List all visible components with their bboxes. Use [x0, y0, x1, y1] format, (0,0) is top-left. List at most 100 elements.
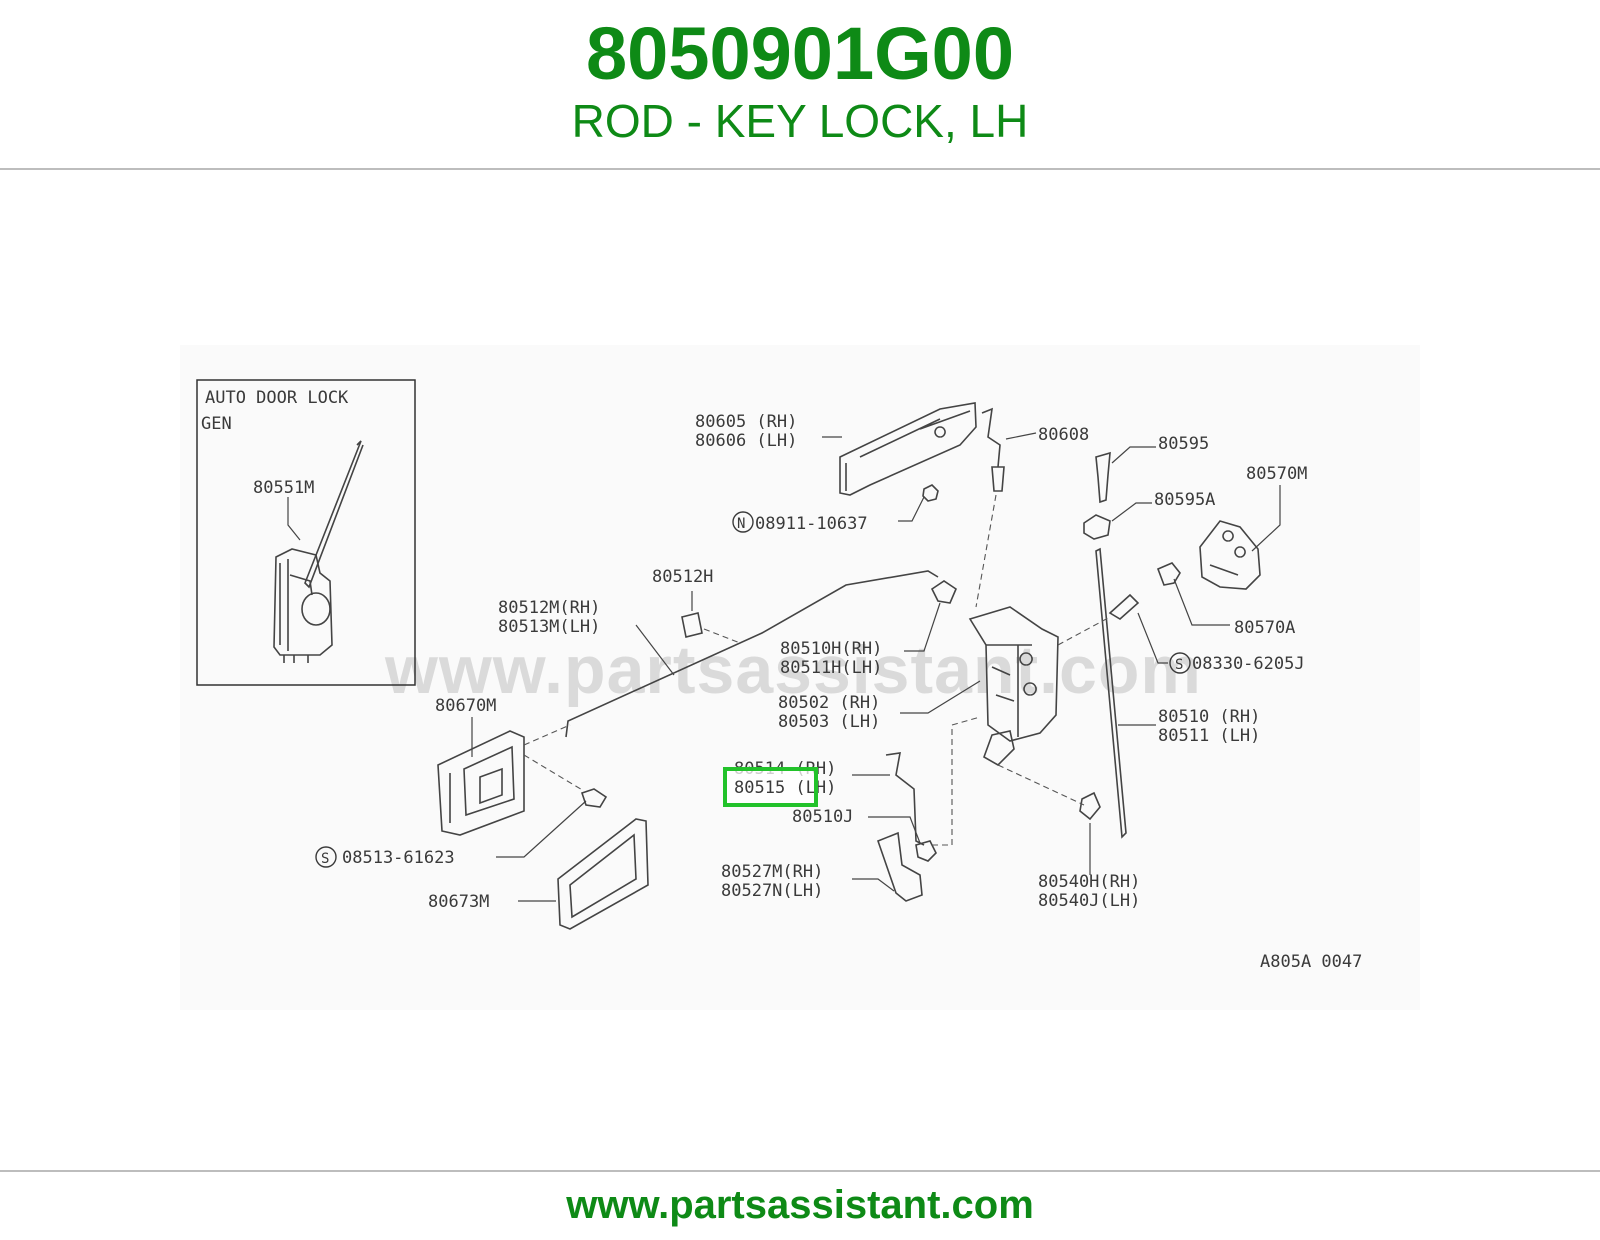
- label-80512h[interactable]: 80512H: [652, 567, 713, 587]
- illustration-code: A805A 0047: [1260, 952, 1362, 972]
- door-lock-lever: [983, 730, 1015, 766]
- highlight-box-80515: [723, 767, 818, 807]
- retainer-80595a-part: [1083, 514, 1111, 540]
- label-80670m[interactable]: 80670M: [435, 696, 496, 716]
- label-80551m[interactable]: 80551M: [253, 478, 314, 498]
- rod-80512m-part: [565, 570, 939, 738]
- label-80595a[interactable]: 80595A: [1154, 490, 1215, 510]
- screw-80570a-part: [1156, 562, 1181, 586]
- leader-80512m: [635, 624, 675, 676]
- rod-80510-part: [1095, 547, 1127, 839]
- lock-cylinder-80595-part: [1095, 451, 1111, 504]
- escutcheon-80673m-part: [557, 818, 649, 930]
- assembly-line-6: [997, 764, 1085, 806]
- label-80511h-lh[interactable]: 80511H(LH): [780, 658, 882, 678]
- actuator-rod-part: [304, 440, 364, 589]
- label-80502-rh[interactable]: 80502 (RH): [778, 693, 880, 713]
- label-80606-lh[interactable]: 80606 (LH): [695, 431, 797, 451]
- part-number-title: 8050901G00: [586, 12, 1014, 95]
- clip-80510j-part: [915, 840, 937, 862]
- door-lock-actuator-part: [273, 548, 333, 656]
- assembly-line-2: [703, 628, 741, 644]
- label-80540j-lh[interactable]: 80540J(LH): [1038, 891, 1140, 911]
- nut-08911-part: [922, 484, 939, 502]
- label-80673m[interactable]: 80673M: [428, 892, 489, 912]
- door-lock-detail: [986, 644, 1037, 737]
- label-80570a[interactable]: 80570A: [1234, 618, 1295, 638]
- striker-80570m-part: [1199, 520, 1261, 590]
- label-80595[interactable]: 80595: [1158, 434, 1209, 454]
- leader-80570m: [1251, 485, 1281, 552]
- leader-08513: [496, 800, 587, 858]
- symbol-s-text-1: S: [1175, 657, 1183, 673]
- label-80511-lh[interactable]: 80511 (LH): [1158, 726, 1260, 746]
- label-80527n-lh[interactable]: 80527N(LH): [721, 881, 823, 901]
- parts-diagram-panel: www.partsassistant.com AUTO DOOR LOCK GE…: [180, 345, 1420, 1010]
- clip-80512h-part: [681, 612, 703, 638]
- label-80510h-rh[interactable]: 80510H(RH): [780, 639, 882, 659]
- leader-08911: [898, 496, 925, 522]
- actuator-detail: [279, 559, 331, 651]
- inset-frame: [196, 379, 416, 686]
- clip-80510h-part: [930, 580, 957, 604]
- inside-handle-detail: [449, 745, 515, 823]
- label-80540h-rh[interactable]: 80540H(RH): [1038, 872, 1140, 892]
- leader-80502: [900, 680, 981, 714]
- rod-80515-part: [885, 752, 925, 846]
- label-08911-10637[interactable]: 08911-10637: [755, 514, 868, 534]
- inset-subtitle: GEN: [201, 414, 232, 434]
- leader-80595a: [1111, 502, 1152, 522]
- actuator-terminals: [283, 655, 309, 663]
- label-80512m-rh[interactable]: 80512M(RH): [498, 598, 600, 618]
- symbol-s-text-2: S: [321, 851, 329, 867]
- outside-handle-part: [839, 402, 977, 496]
- symbol-s-icon-1: [1169, 652, 1191, 674]
- leader-80570a: [1173, 578, 1230, 626]
- footer-divider: [0, 1170, 1600, 1172]
- leader-80551m: [287, 497, 301, 541]
- leader-80510h: [904, 602, 941, 652]
- label-80510-rh[interactable]: 80510 (RH): [1158, 707, 1260, 727]
- assembly-line-5: [932, 716, 981, 846]
- inset-title: AUTO DOOR LOCK: [205, 388, 349, 408]
- symbol-s-icon-2: [315, 846, 337, 868]
- screw-08513-part: [580, 788, 608, 808]
- leader-08330: [1137, 612, 1168, 664]
- bracket-80527m-part: [876, 831, 923, 902]
- label-08513-61623[interactable]: 08513-61623: [342, 848, 455, 868]
- assembly-line-3: [523, 724, 571, 746]
- symbol-n-text: N: [737, 516, 745, 532]
- header-divider: [0, 168, 1600, 170]
- outside-handle-detail: [845, 410, 971, 491]
- label-80515-lh[interactable]: 80515 (LH): [734, 778, 836, 798]
- label-80605-rh[interactable]: 80605 (RH): [695, 412, 797, 432]
- label-80570m[interactable]: 80570M: [1246, 464, 1307, 484]
- symbol-n-icon: [732, 511, 754, 533]
- striker-detail: [1209, 530, 1246, 576]
- inside-handle-80670m-part: [437, 730, 525, 836]
- door-lock-80502-part: [968, 606, 1059, 742]
- leader-80595: [1111, 446, 1156, 464]
- rod-80608-clip: [991, 466, 1005, 492]
- screw-08330-part: [1108, 593, 1140, 620]
- label-80510j[interactable]: 80510J: [792, 807, 853, 827]
- label-08330-6205j[interactable]: 08330-6205J: [1192, 654, 1305, 674]
- label-80503-lh[interactable]: 80503 (LH): [778, 712, 880, 732]
- label-80608[interactable]: 80608: [1038, 425, 1089, 445]
- rod-80608-part: [981, 407, 1001, 468]
- leader-80527m: [852, 878, 895, 892]
- footer-website-link[interactable]: www.partsassistant.com: [566, 1183, 1034, 1227]
- assembly-line-4: [523, 754, 585, 792]
- part-name-subtitle: ROD - KEY LOCK, LH: [571, 95, 1029, 147]
- leader-80510j: [868, 816, 921, 844]
- assembly-line-1: [975, 494, 997, 608]
- label-80527m-rh[interactable]: 80527M(RH): [721, 862, 823, 882]
- label-80513m-lh[interactable]: 80513M(LH): [498, 617, 600, 637]
- inset-auto-door-lock: AUTO DOOR LOCK GEN 80551M: [196, 379, 416, 686]
- exploded-parts-diagram: www.partsassistant.com AUTO DOOR LOCK GE…: [196, 379, 1362, 972]
- watermark-text: www.partsassistant.com: [384, 632, 1202, 708]
- clip-80540h-part: [1079, 791, 1101, 821]
- escutcheon-detail: [569, 833, 637, 919]
- highlight-backdrop: [725, 769, 816, 805]
- leader-80608: [1005, 432, 1037, 440]
